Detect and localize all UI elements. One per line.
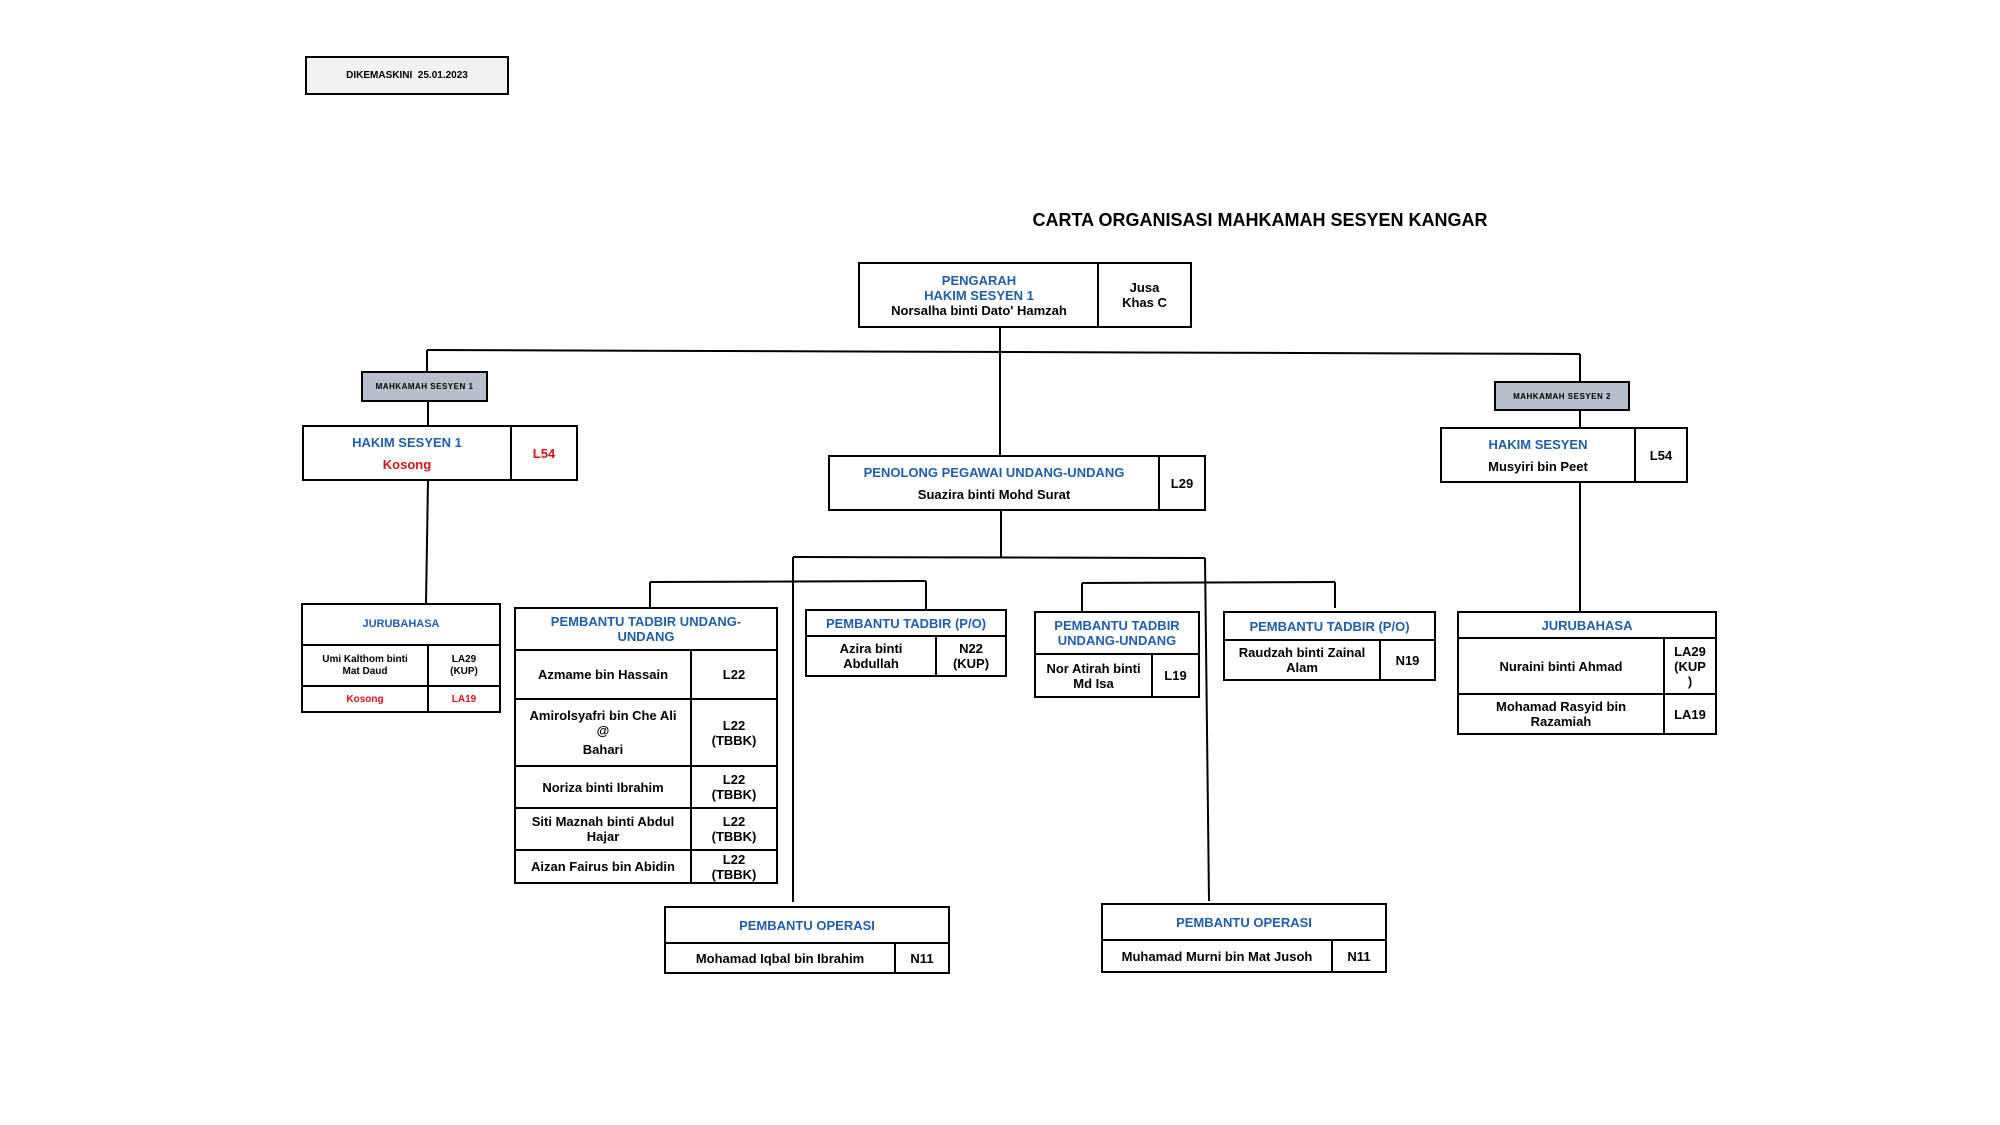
court1-judge-box: HAKIM SESYEN 1 Kosong L54 — [302, 425, 578, 481]
admin-legal-heading: PEMBANTU TADBIR UNDANG-UNDANG — [550, 614, 742, 644]
ops2-heading: PEMBANTU OPERASI — [1176, 914, 1312, 930]
director-box: PENGARAH HAKIM SESYEN 1 Norsalha binti D… — [858, 262, 1192, 328]
court2-interpreter-row2-grade: LA19 — [1674, 706, 1706, 722]
director-role: PENGARAH — [941, 272, 1017, 288]
admin-po1-heading: PEMBANTU TADBIR (P/O) — [825, 615, 987, 631]
admin-legal-row5-grade: L22 (TBBK) — [711, 851, 757, 882]
legal-officer-name: Suazira binti Mohd Surat — [917, 486, 1071, 502]
admin-legal-row: Aizan Fairus bin Abidin — [516, 851, 690, 882]
legal-officer-grade: L29 — [1170, 475, 1194, 491]
court1-interpreter-row1-name: Umi Kalthom binti Mat Daud — [322, 653, 408, 677]
admin-legal-row4-grade: L22 (TBBK) — [711, 814, 757, 844]
ops1-box: PEMBANTU OPERASI Mohamad Iqbal bin Ibrah… — [664, 906, 950, 974]
court1-judge-role: HAKIM SESYEN 1 — [352, 434, 462, 450]
admin-legal-row2-grade: L22 (TBBK) — [711, 717, 757, 748]
court2-judge-name: Musyiri bin Peet — [1488, 458, 1588, 474]
court1-tag: MAHKAMAH SESYEN 1 — [361, 371, 488, 402]
admin-legal-row2-name-1: Amirolsyafri bin Che Ali — [529, 708, 677, 723]
admin-po2-name: Raudzah binti Zainal Alam — [1238, 645, 1366, 675]
court2-interpreter-row2-name: Mohamad Rasyid bin Razamiah — [1495, 699, 1627, 729]
admin-legal-row3-name: Noriza binti Ibrahim — [542, 779, 664, 795]
court1-interpreter-row2-grade: LA19 — [451, 693, 477, 705]
admin-po1-name: Azira binti Abdullah — [839, 641, 903, 671]
admin-legal-row5-name: Aizan Fairus bin Abidin — [531, 859, 675, 874]
ops1-name: Mohamad Iqbal bin Ibrahim — [695, 950, 865, 966]
updated-stamp-text: DIKEMASKINI 25.01.2023 — [346, 70, 468, 81]
ops2-box: PEMBANTU OPERASI Muhamad Murni bin Mat J… — [1101, 903, 1387, 973]
court1-interpreter-row2-name: Kosong — [346, 693, 384, 705]
admin-legal2-heading: PEMBANTU TADBIR UNDANG-UNDANG — [1054, 618, 1180, 648]
admin-legal-box: PEMBANTU TADBIR UNDANG-UNDANG Azmame bin… — [514, 607, 778, 884]
admin-legal-row1-name: Azmame bin Hassain — [537, 667, 669, 682]
court1-interpreter-row1-grade: LA29 (KUP) — [450, 653, 478, 677]
court2-judge-role: HAKIM SESYEN — [1488, 436, 1588, 452]
admin-po2-box: PEMBANTU TADBIR (P/O) Raudzah binti Zain… — [1223, 611, 1436, 681]
connector-left-branch — [649, 580, 927, 583]
connector-right-branch — [1081, 581, 1336, 584]
ops1-grade: N11 — [910, 950, 934, 966]
admin-legal-row2-name-2: @ — [596, 723, 610, 738]
court2-judge-grade: L54 — [1649, 447, 1673, 463]
admin-legal-row: Azmame bin Hassain — [516, 651, 690, 698]
admin-po2-heading: PEMBANTU TADBIR (P/O) — [1249, 618, 1410, 634]
court1-judge-name: Kosong — [382, 456, 432, 472]
admin-legal2-grade: L19 — [1164, 668, 1187, 683]
ops2-name: Muhamad Murni bin Mat Jusoh — [1121, 948, 1313, 964]
court2-tag: MAHKAMAH SESYEN 2 — [1494, 381, 1630, 411]
admin-legal-row2-name-3: Bahari — [582, 742, 624, 757]
admin-legal-row1-grade: L22 — [722, 667, 746, 682]
updated-stamp: DIKEMASKINI 25.01.2023 — [305, 56, 509, 95]
admin-legal2-name: Nor Atirah binti Md Isa — [1046, 660, 1141, 691]
court1-interpreter-heading: JURUBAHASA — [362, 618, 440, 630]
admin-legal-row4-name: Siti Maznah binti Abdul Hajar — [531, 814, 675, 844]
court2-interpreter-heading: JURUBAHASA — [1541, 617, 1633, 633]
admin-legal-row: Noriza binti Ibrahim — [516, 767, 690, 807]
legal-officer-box: PENOLONG PEGAWAI UNDANG-UNDANG Suazira b… — [828, 455, 1206, 511]
admin-legal2-box: PEMBANTU TADBIR UNDANG-UNDANG Nor Atirah… — [1034, 611, 1200, 698]
connector-court1-judge-to-interpreter — [425, 479, 429, 605]
connector-top-horizontal — [426, 349, 1581, 355]
director-name: Norsalha binti Dato' Hamzah — [891, 302, 1067, 318]
director-role-2: HAKIM SESYEN 1 — [924, 287, 1034, 303]
court1-judge-grade: L54 — [532, 445, 556, 461]
admin-po2-grade: N19 — [1395, 652, 1420, 668]
admin-legal-row3-grade: L22 (TBBK) — [711, 772, 757, 802]
admin-po1-grade: N22 (KUP) — [952, 641, 990, 671]
admin-legal-row: Siti Maznah binti Abdul Hajar — [516, 809, 690, 849]
admin-po1-box: PEMBANTU TADBIR (P/O) Azira binti Abdull… — [805, 609, 1007, 677]
court1-interpreter-box: JURUBAHASA Umi Kalthom binti Mat Daud LA… — [301, 603, 501, 713]
chart-title: CARTA ORGANISASI MAHKAMAH SESYEN KANGAR — [1032, 210, 1488, 230]
connector-mid-horizontal — [792, 556, 1206, 559]
court2-interpreter-row1-name: Nuraini binti Ahmad — [1499, 658, 1623, 674]
connector-to-ops2 — [1204, 557, 1210, 902]
ops1-heading: PEMBANTU OPERASI — [739, 917, 875, 933]
ops2-grade: N11 — [1347, 948, 1371, 964]
legal-officer-role: PENOLONG PEGAWAI UNDANG-UNDANG — [863, 464, 1125, 480]
admin-legal-row: Amirolsyafri bin Che Ali @ Bahari — [516, 700, 690, 765]
director-grade: Jusa Khas C — [1122, 280, 1167, 310]
court2-interpreter-row1-grade: LA29 (KUP ) — [1674, 643, 1706, 689]
court2-interpreter-box: JURUBAHASA Nuraini binti Ahmad LA29 (KUP… — [1457, 611, 1717, 735]
court2-judge-box: HAKIM SESYEN Musyiri bin Peet L54 — [1440, 427, 1688, 483]
